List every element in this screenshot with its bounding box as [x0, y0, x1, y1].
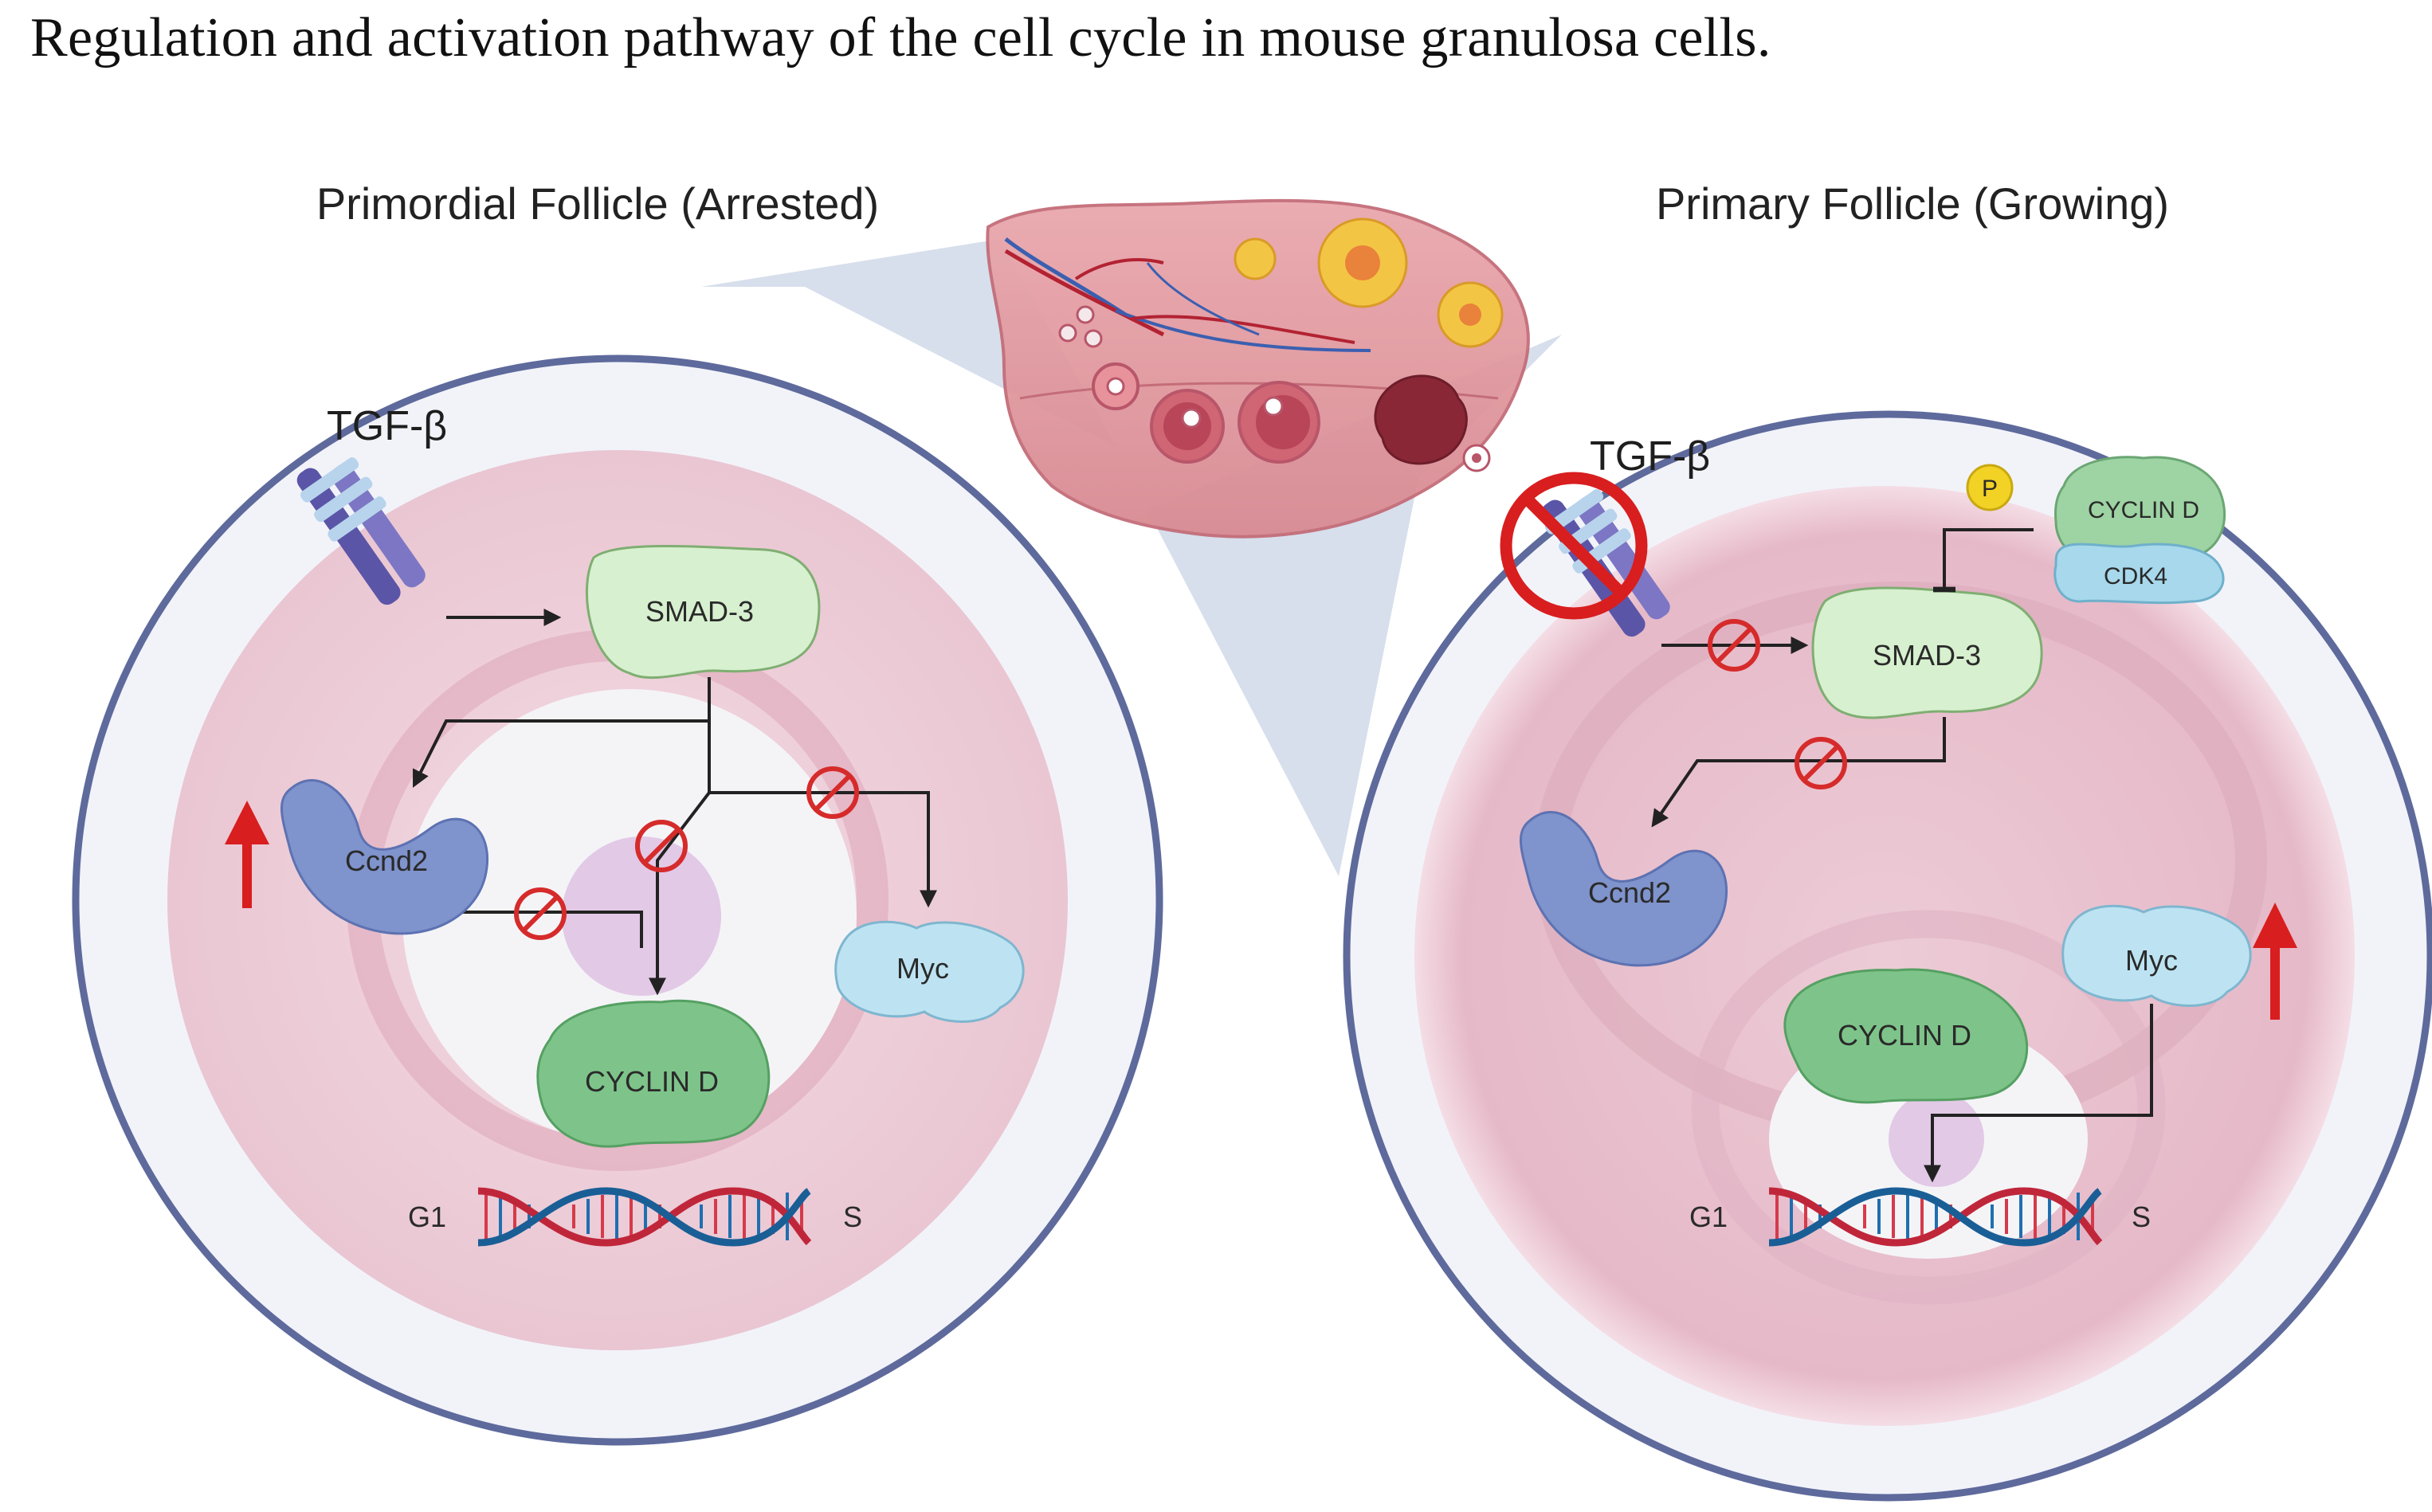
left-cyclin-d-label: CYCLIN D — [585, 1065, 719, 1098]
left-g1-label: G1 — [408, 1201, 446, 1233]
prohibition-icon — [1500, 472, 1648, 620]
right-s-label: S — [2132, 1201, 2151, 1233]
arrow-smad-to-ccnd2 — [413, 677, 711, 788]
left-s-label: S — [843, 1201, 862, 1233]
right-cyclin-d-label: CYCLIN D — [1838, 1019, 1971, 1052]
phospho-icon: P — [1966, 464, 2014, 511]
growing-follicles-icon — [1092, 362, 1491, 472]
right-smad3-label: SMAD-3 — [1873, 639, 1981, 672]
tgf-beta-receptor-icon — [296, 457, 426, 605]
corpus-luteum-icon — [1234, 217, 1504, 348]
ovary-illustration — [986, 198, 1530, 539]
arrow-smad-to-cyclin-d — [649, 791, 711, 996]
cdk4-protein: CDK4 — [2053, 543, 2225, 605]
inhibit-icon — [514, 887, 567, 940]
ccnd2-protein: Ccnd2 — [1519, 811, 1728, 967]
left-inhibit-icons — [514, 766, 859, 940]
right-cell — [1343, 410, 2432, 1502]
right-ccnd2-label: Ccnd2 — [1588, 876, 1671, 909]
ccnd2-protein: Ccnd2 — [280, 779, 488, 935]
page-title: Regulation and activation pathway of the… — [30, 7, 1771, 69]
cyclin-d-protein: CYCLIN D — [1783, 968, 2029, 1104]
right-panel-heading: Primary Follicle (Growing) — [1656, 178, 2169, 229]
inhibit-icon — [1795, 737, 1847, 789]
inhibition-cyclin-d-cdk4-on-smad — [1933, 528, 2034, 593]
right-cdk4-label: CDK4 — [2104, 563, 2167, 590]
right-inhibit-icons — [1708, 619, 1847, 789]
left-dna-icon — [477, 1187, 812, 1247]
inhibit-icon — [1708, 619, 1760, 672]
left-panel-heading: Primordial Follicle (Arrested) — [316, 178, 879, 229]
smad3-protein: SMAD-3 — [1811, 586, 2043, 719]
left-myc-label: Myc — [896, 952, 949, 985]
left-smad3-label: SMAD-3 — [645, 595, 754, 628]
cyclin-d-protein: CYCLIN D — [536, 999, 771, 1148]
inhibit-icon — [806, 766, 859, 819]
right-cyclin-d-complex-label: CYCLIN D — [2088, 497, 2199, 523]
smad3-protein: SMAD-3 — [585, 545, 821, 680]
arrow-smad-to-myc — [708, 721, 937, 908]
right-tgf-beta-label: TGF-β — [1590, 433, 1710, 480]
left-up-arrow-icon — [225, 801, 269, 908]
small-follicles-icon — [1058, 305, 1103, 348]
right-up-arrow-icon — [2253, 903, 2297, 1020]
left-tgf-beta-label: TGF-β — [327, 403, 447, 449]
myc-protein: Myc — [834, 920, 1025, 1023]
arrow-myc-to-dna — [1924, 1004, 2153, 1183]
right-myc-label: Myc — [2125, 944, 2178, 977]
inhibit-icon — [635, 820, 688, 872]
left-ccnd2-label: Ccnd2 — [345, 844, 428, 877]
myc-protein: Myc — [2061, 904, 2252, 1007]
right-dna-icon — [1768, 1187, 2103, 1247]
phospho-label: P — [1982, 476, 1998, 502]
left-cell — [72, 354, 1163, 1446]
right-g1-label: G1 — [1689, 1201, 1728, 1233]
